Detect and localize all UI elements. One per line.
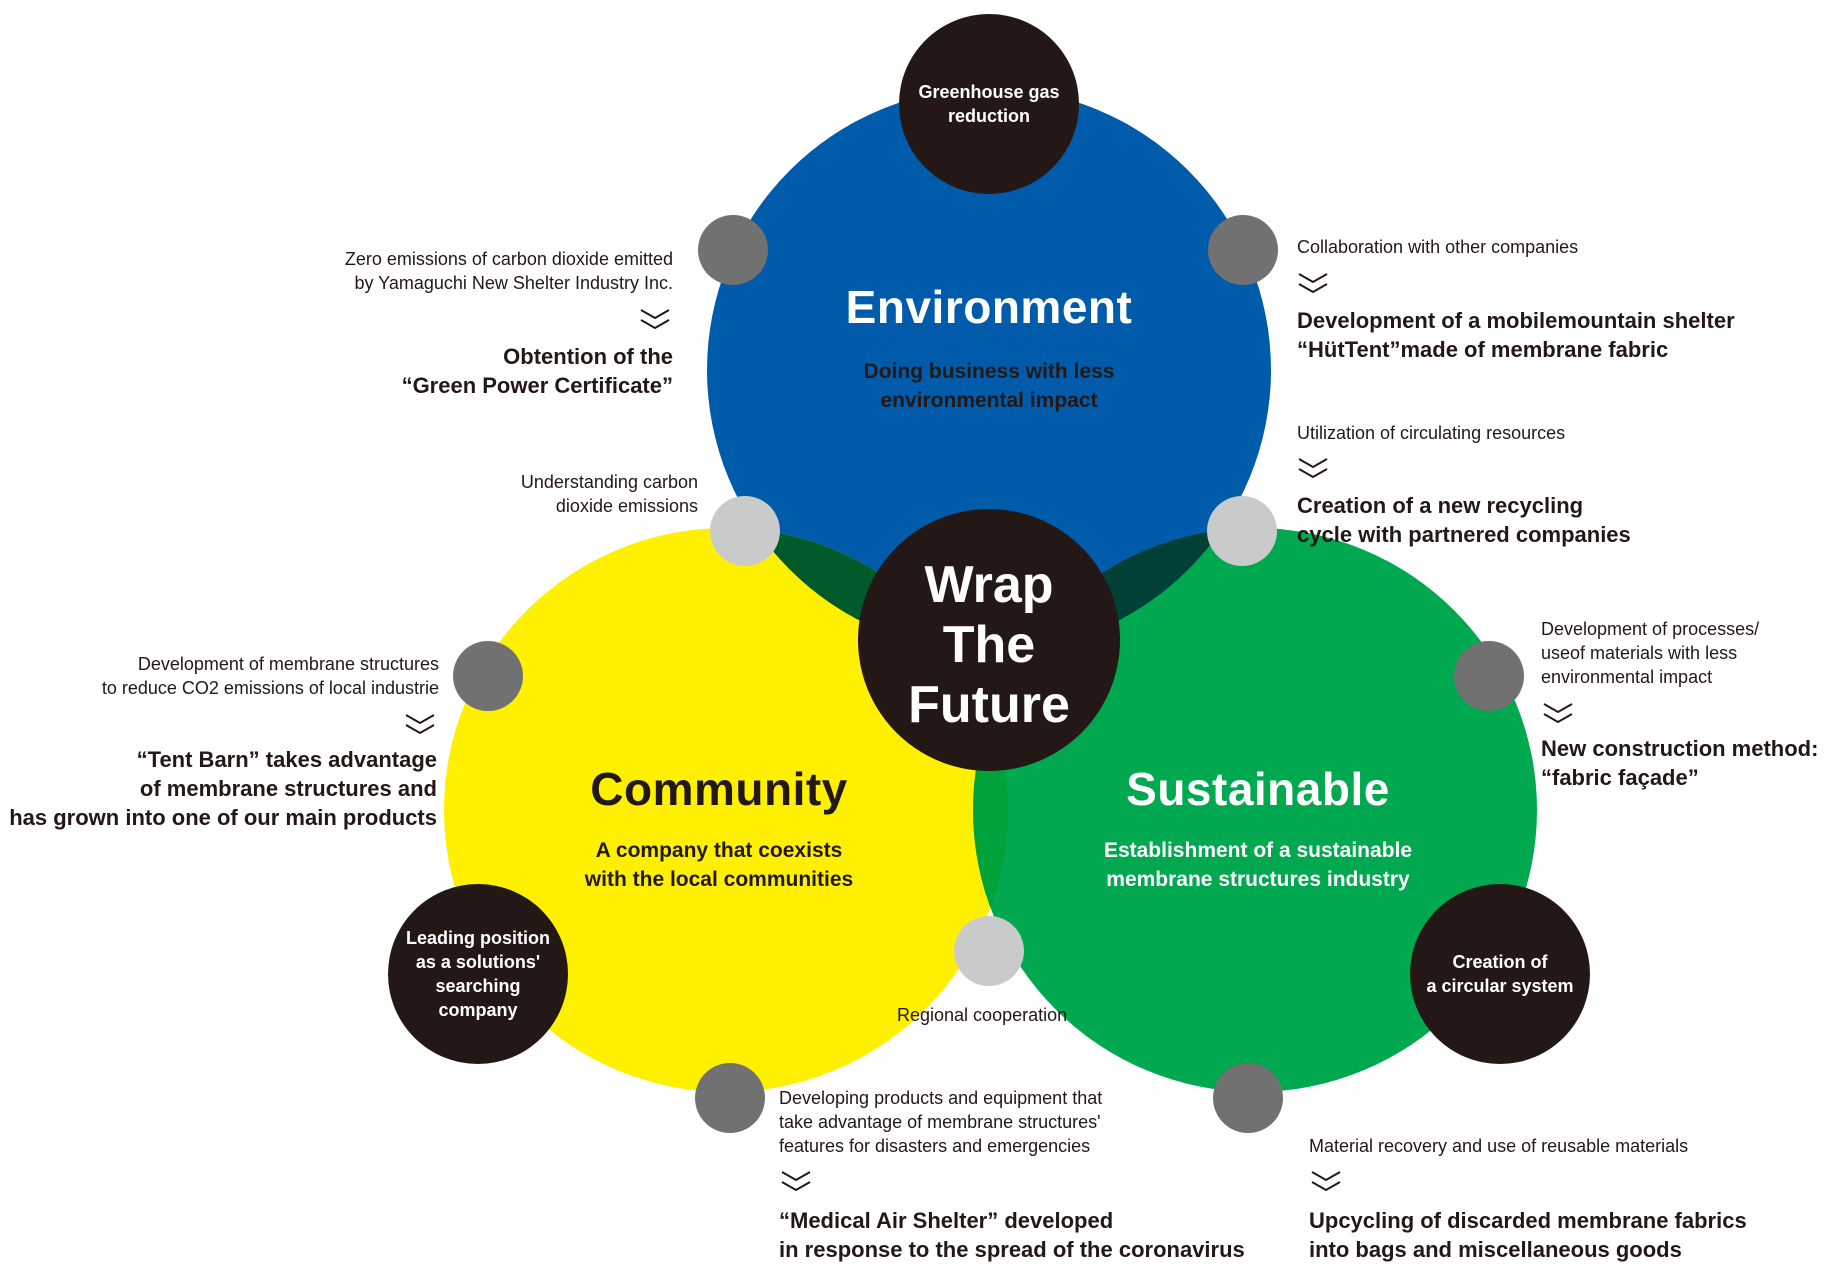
recovery-result: Upcycling of discarded membrane fabrics … bbox=[1309, 1206, 1747, 1264]
membrane-co2-result-line-3: has grown into one of our main products bbox=[9, 805, 437, 830]
badge-greenhouse-line-1: Greenhouse gas bbox=[918, 82, 1060, 102]
node-understanding bbox=[710, 496, 780, 566]
membrane-co2-label-line-1: Development of membrane structures bbox=[137, 654, 439, 674]
zero-emissions-chevron-icon bbox=[640, 309, 670, 330]
processes-label: Development of processes/ useof material… bbox=[1541, 617, 1759, 689]
node-circulating bbox=[1207, 496, 1277, 566]
node-membrane-co2 bbox=[453, 641, 523, 711]
zero-emissions-result: Obtention of the “Green Power Certificat… bbox=[402, 342, 673, 400]
collaboration-label: Collaboration with other companies bbox=[1297, 237, 1579, 257]
collaboration-result-line-1: Development of a mobilemountain shelter bbox=[1297, 308, 1735, 333]
center-title: Wrap The Future bbox=[869, 555, 1109, 735]
processes-result: New construction method: “fabric façade” bbox=[1541, 734, 1818, 792]
community-sub-line-1: A company that coexists bbox=[595, 839, 843, 862]
membrane-co2-result: “Tent Barn” takes advantage of membrane … bbox=[9, 745, 437, 832]
center-circle bbox=[858, 509, 1120, 771]
zero-emissions-label: Zero emissions of carbon dioxide emitted… bbox=[345, 247, 673, 295]
badge-circular-line-2: a circular system bbox=[1426, 976, 1574, 996]
zero-emissions-label-line-2: by Yamaguchi New Shelter Industry Inc. bbox=[354, 273, 674, 293]
disasters-result-line-2: in response to the spread of the coronav… bbox=[779, 1237, 1245, 1262]
circulating-result-line-1: Creation of a new recycling bbox=[1297, 493, 1584, 518]
node-disasters bbox=[695, 1063, 765, 1133]
membrane-co2-label: Development of membrane structures to re… bbox=[102, 652, 439, 700]
community-sub-line-2: with the local communities bbox=[584, 868, 854, 891]
collaboration-chevron-icon bbox=[1298, 273, 1328, 294]
node-collaboration bbox=[1208, 215, 1278, 285]
environment-title: Environment bbox=[845, 281, 1133, 333]
circulating-chevron-icon bbox=[1298, 458, 1328, 479]
environment-sub-line-1: Doing business with less bbox=[863, 360, 1115, 383]
disasters-result: “Medical Air Shelter” developed in respo… bbox=[779, 1206, 1245, 1264]
badge-leading-line-4: company bbox=[438, 1000, 518, 1020]
understanding-label: Understanding carbon dioxide emissions bbox=[521, 470, 698, 518]
community-subtitle: A company that coexists with the local c… bbox=[519, 836, 919, 894]
center-line-3: Future bbox=[908, 676, 1070, 734]
understanding-label-line-1: Understanding carbon bbox=[520, 472, 698, 492]
processes-result-line-2: “fabric façade” bbox=[1541, 765, 1699, 790]
membrane-co2-chevron-icon bbox=[405, 714, 435, 735]
membrane-co2-label-line-2: to reduce CO2 emissions of local industr… bbox=[101, 678, 439, 698]
badge-circular-line-1: Creation of bbox=[1452, 952, 1548, 972]
collaboration-result-line-2: “HütTent”made of membrane fabric bbox=[1297, 337, 1669, 362]
sustainable-sub-line-1: Establishment of a sustainable bbox=[1103, 839, 1413, 862]
circulating-label: Utilization of circulating resources bbox=[1297, 423, 1566, 443]
disasters-label: Developing products and equipment that t… bbox=[779, 1086, 1102, 1158]
badge-greenhouse-circle bbox=[899, 14, 1079, 194]
zero-emissions-label-line-1: Zero emissions of carbon dioxide emitted bbox=[344, 249, 673, 269]
badge-leading-line-2: as a solutions' bbox=[415, 952, 541, 972]
node-regional bbox=[954, 916, 1024, 986]
membrane-co2-result-line-2: of membrane structures and bbox=[139, 776, 437, 801]
disasters-result-line-1: “Medical Air Shelter” developed bbox=[779, 1208, 1114, 1233]
badge-leading: Leading position as a solutions' searchi… bbox=[388, 884, 568, 1064]
badge-greenhouse: Greenhouse gas reduction bbox=[899, 14, 1079, 194]
disasters-label-line-3: features for disasters and emergencies bbox=[779, 1136, 1091, 1156]
recovery-result-line-1: Upcycling of discarded membrane fabrics bbox=[1309, 1208, 1747, 1233]
community-title: Community bbox=[590, 763, 848, 815]
environment-subtitle: Doing business with less environmental i… bbox=[789, 357, 1189, 415]
sustainable-title: Sustainable bbox=[1126, 763, 1390, 815]
node-zero-emissions bbox=[698, 215, 768, 285]
disasters-chevron-icon bbox=[781, 1171, 811, 1192]
membrane-co2-result-line-1: “Tent Barn” takes advantage bbox=[136, 747, 437, 772]
badge-leading-line-1: Leading position bbox=[406, 928, 550, 948]
badge-leading-circle bbox=[388, 884, 568, 1064]
badge-circular-circle bbox=[1410, 884, 1590, 1064]
circulating-result: Creation of a new recycling cycle with p… bbox=[1297, 491, 1631, 549]
environment-sub-line-2: environmental impact bbox=[880, 389, 1098, 412]
zero-emissions-result-line-1: Obtention of the bbox=[503, 344, 673, 369]
processes-label-line-1: Development of processes/ bbox=[1541, 619, 1760, 639]
disasters-label-line-2: take advantage of membrane structures' bbox=[779, 1112, 1101, 1132]
badge-leading-line-3: searching bbox=[435, 976, 521, 996]
processes-label-line-3: environmental impact bbox=[1541, 667, 1713, 687]
node-recovery bbox=[1213, 1063, 1283, 1133]
disasters-label-line-1: Developing products and equipment that bbox=[779, 1088, 1103, 1108]
circulating-result-line-2: cycle with partnered companies bbox=[1297, 522, 1631, 547]
badge-circular: Creation of a circular system bbox=[1410, 884, 1590, 1064]
sustainable-subtitle: Establishment of a sustainable membrane … bbox=[1058, 836, 1458, 894]
processes-chevron-icon bbox=[1543, 703, 1573, 724]
node-processes bbox=[1454, 641, 1524, 711]
environment-circle bbox=[707, 88, 1271, 652]
regional-label: Regional cooperation bbox=[897, 1005, 1068, 1025]
center-line-1: Wrap bbox=[924, 556, 1054, 614]
zero-emissions-result-line-2: “Green Power Certificate” bbox=[401, 373, 673, 398]
processes-result-line-1: New construction method: bbox=[1541, 736, 1819, 761]
recovery-chevron-icon bbox=[1311, 1171, 1341, 1192]
collaboration-result: Development of a mobilemountain shelter … bbox=[1297, 306, 1735, 364]
badge-greenhouse-line-2: reduction bbox=[947, 106, 1030, 126]
center-line-2: The bbox=[942, 616, 1036, 674]
understanding-label-line-2: dioxide emissions bbox=[555, 496, 698, 516]
processes-label-line-2: useof materials with less bbox=[1541, 643, 1738, 663]
recovery-result-line-2: into bags and miscellaneous goods bbox=[1309, 1237, 1682, 1262]
sustainable-sub-line-2: membrane structures industry bbox=[1106, 868, 1410, 891]
recovery-label: Material recovery and use of reusable ma… bbox=[1309, 1136, 1689, 1156]
